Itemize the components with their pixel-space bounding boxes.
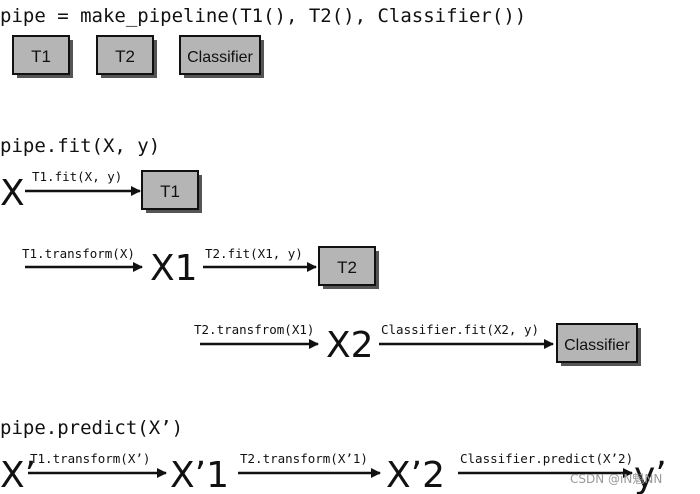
- fit-box-classifier-label: Classifier: [564, 337, 630, 354]
- fit-step2-in-label: T1.transform(X): [22, 246, 135, 261]
- predict-step3-label: Classifier.predict(X’2): [460, 451, 633, 466]
- pipeline-box-classifier: Classifier: [179, 35, 264, 78]
- pipeline-box-t2-label: T2: [115, 47, 135, 66]
- fit-x-label: X: [0, 173, 25, 214]
- fit-x2-label: X2: [326, 325, 374, 366]
- pipeline-box-t1: T1: [12, 35, 73, 78]
- fit-box-t2: T2: [318, 246, 379, 289]
- fit-x1-label: X1: [150, 248, 198, 289]
- fit-box-t2-label: T2: [337, 258, 357, 277]
- predict-code: pipe.predict(X’): [0, 417, 183, 439]
- pipeline-box-t1-label: T1: [31, 47, 51, 66]
- fit-step2-label: T2.fit(X1, y): [205, 246, 303, 261]
- predict-step2-label: T2.transform(X’1): [240, 451, 368, 466]
- fit-box-t1-label: T1: [160, 182, 180, 201]
- fit-step3-in-label: T2.transfrom(X1): [194, 322, 314, 337]
- pipeline-box-t2: T2: [96, 35, 157, 78]
- predict-x2-label: X’2: [386, 455, 445, 494]
- make-pipeline-code: pipe = make_pipeline(T1(), T2(), Classif…: [0, 5, 526, 27]
- predict-x1-label: X’1: [170, 455, 229, 494]
- pipeline-box-classifier-label: Classifier: [187, 49, 253, 66]
- fit-box-classifier: Classifier: [556, 323, 641, 366]
- predict-y-label: y’: [634, 455, 667, 494]
- watermark: CSDN @iN魁NN: [570, 471, 662, 486]
- fit-step1-label: T1.fit(X, y): [32, 169, 122, 184]
- predict-x-label: X’: [0, 455, 36, 494]
- fit-code: pipe.fit(X, y): [0, 135, 160, 157]
- fit-step3-label: Classifier.fit(X2, y): [381, 322, 539, 337]
- fit-box-t1: T1: [141, 170, 202, 213]
- predict-step1-label: T1.transform(X’): [30, 451, 150, 466]
